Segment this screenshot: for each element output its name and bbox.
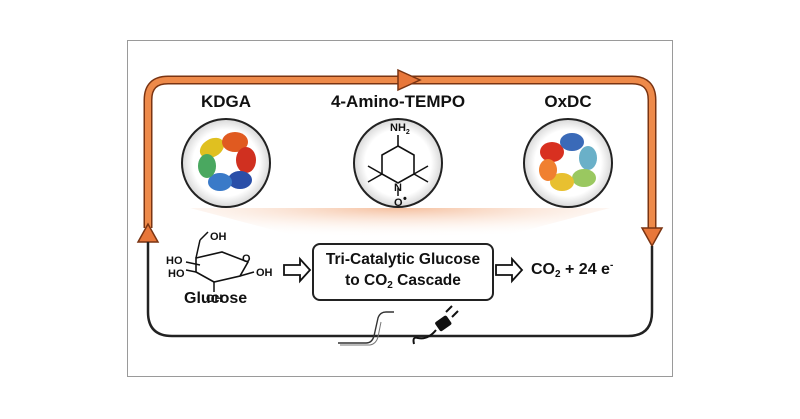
electric-plug-icon — [412, 305, 459, 345]
cascade-line1: Tri-Catalytic Glucose — [325, 250, 481, 268]
glucose-ho-left1: HO — [166, 255, 183, 267]
kdga-circle — [181, 118, 271, 208]
glucose-oh-right: OH — [256, 267, 273, 279]
output-arrow — [495, 256, 524, 284]
oxdc-label: OxDC — [544, 92, 592, 111]
glucose-ring-o: O — [242, 253, 251, 265]
catalyst-glow — [190, 208, 610, 245]
glucose-label: Glucose — [184, 290, 248, 307]
bottom-loop — [146, 242, 654, 338]
cyclic-voltammogram-icon — [338, 311, 394, 344]
tempo-circle — [353, 118, 443, 208]
cascade-box: Tri-Catalytic Glucose to CO2 Cascade — [312, 243, 494, 301]
top-arrowhead — [397, 68, 422, 92]
glucose-oh-bottom: OH — [206, 293, 223, 305]
cascade-line2: to CO2 Cascade — [345, 271, 461, 291]
oxdc-circle — [523, 118, 613, 208]
tempo-oxygen-label: O — [394, 197, 403, 209]
input-arrow — [283, 256, 312, 284]
tempo-amine-label: NH2 — [390, 122, 410, 136]
right-arrowhead — [640, 227, 664, 248]
oxdc-protein-icon — [539, 133, 597, 191]
kdga-label: KDGA — [200, 92, 252, 111]
tempo-radical-label: • — [403, 193, 407, 205]
kdga-protein-icon — [198, 132, 256, 191]
tempo-nitrogen-label: N — [394, 182, 402, 194]
product-label: CO2 + 24 e- — [531, 260, 614, 280]
glucose-oh-top: OH — [210, 231, 227, 243]
left-arrowhead — [136, 222, 160, 243]
tempo-label: 4-Amino-TEMPO — [330, 92, 466, 111]
glucose-ho-left2: HO — [168, 268, 185, 280]
glucose-structure-icon — [185, 231, 255, 292]
